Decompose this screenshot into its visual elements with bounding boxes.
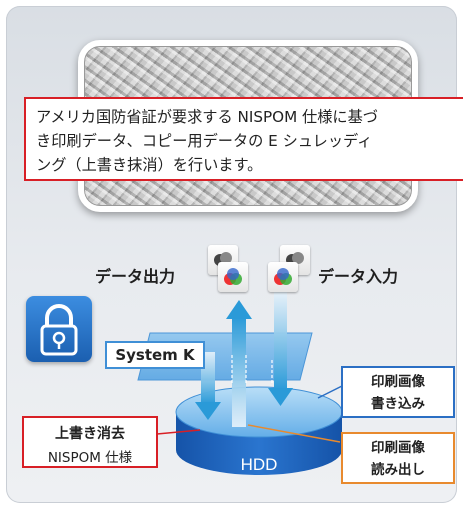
overwrite-subtitle: NISPOM 仕様 [47, 450, 133, 466]
read-line-2: 読み出し [371, 462, 425, 478]
data-input-label: データ入力 [318, 267, 399, 286]
description-callout: アメリカ国防省証が要求する NISPOM 仕様に基づ き印刷データ、コピー用デー… [24, 97, 463, 181]
output-arrow [226, 300, 252, 427]
hdd-label: HDD [240, 455, 278, 474]
hdd-cylinder [175, 386, 343, 475]
system-k-label: System K [105, 341, 205, 369]
data-output-label: データ出力 [95, 267, 176, 286]
callout-line-2: き印刷データ、コピー用データの E シュレッディ [36, 132, 373, 150]
overwrite-erase-box: 上書き消去 NISPOM 仕様 [22, 416, 158, 468]
print-image-write-box: 印刷画像 書き込み [341, 366, 455, 418]
print-image-read-box: 印刷画像 読み出し [341, 432, 455, 484]
color-document-icon [218, 262, 248, 292]
color-document-icon [268, 262, 298, 292]
callout-line-1: アメリカ国防省証が要求する NISPOM 仕様に基づ [36, 108, 378, 126]
input-arrow [268, 290, 293, 406]
read-line-1: 印刷画像 [371, 440, 425, 456]
callout-line-3: ング（上書き抹消）を行います。 [36, 156, 263, 174]
overwrite-title: 上書き消去 [55, 426, 125, 442]
write-line-2: 書き込み [371, 396, 425, 412]
lock-icon [26, 296, 92, 362]
write-line-1: 印刷画像 [371, 374, 425, 390]
